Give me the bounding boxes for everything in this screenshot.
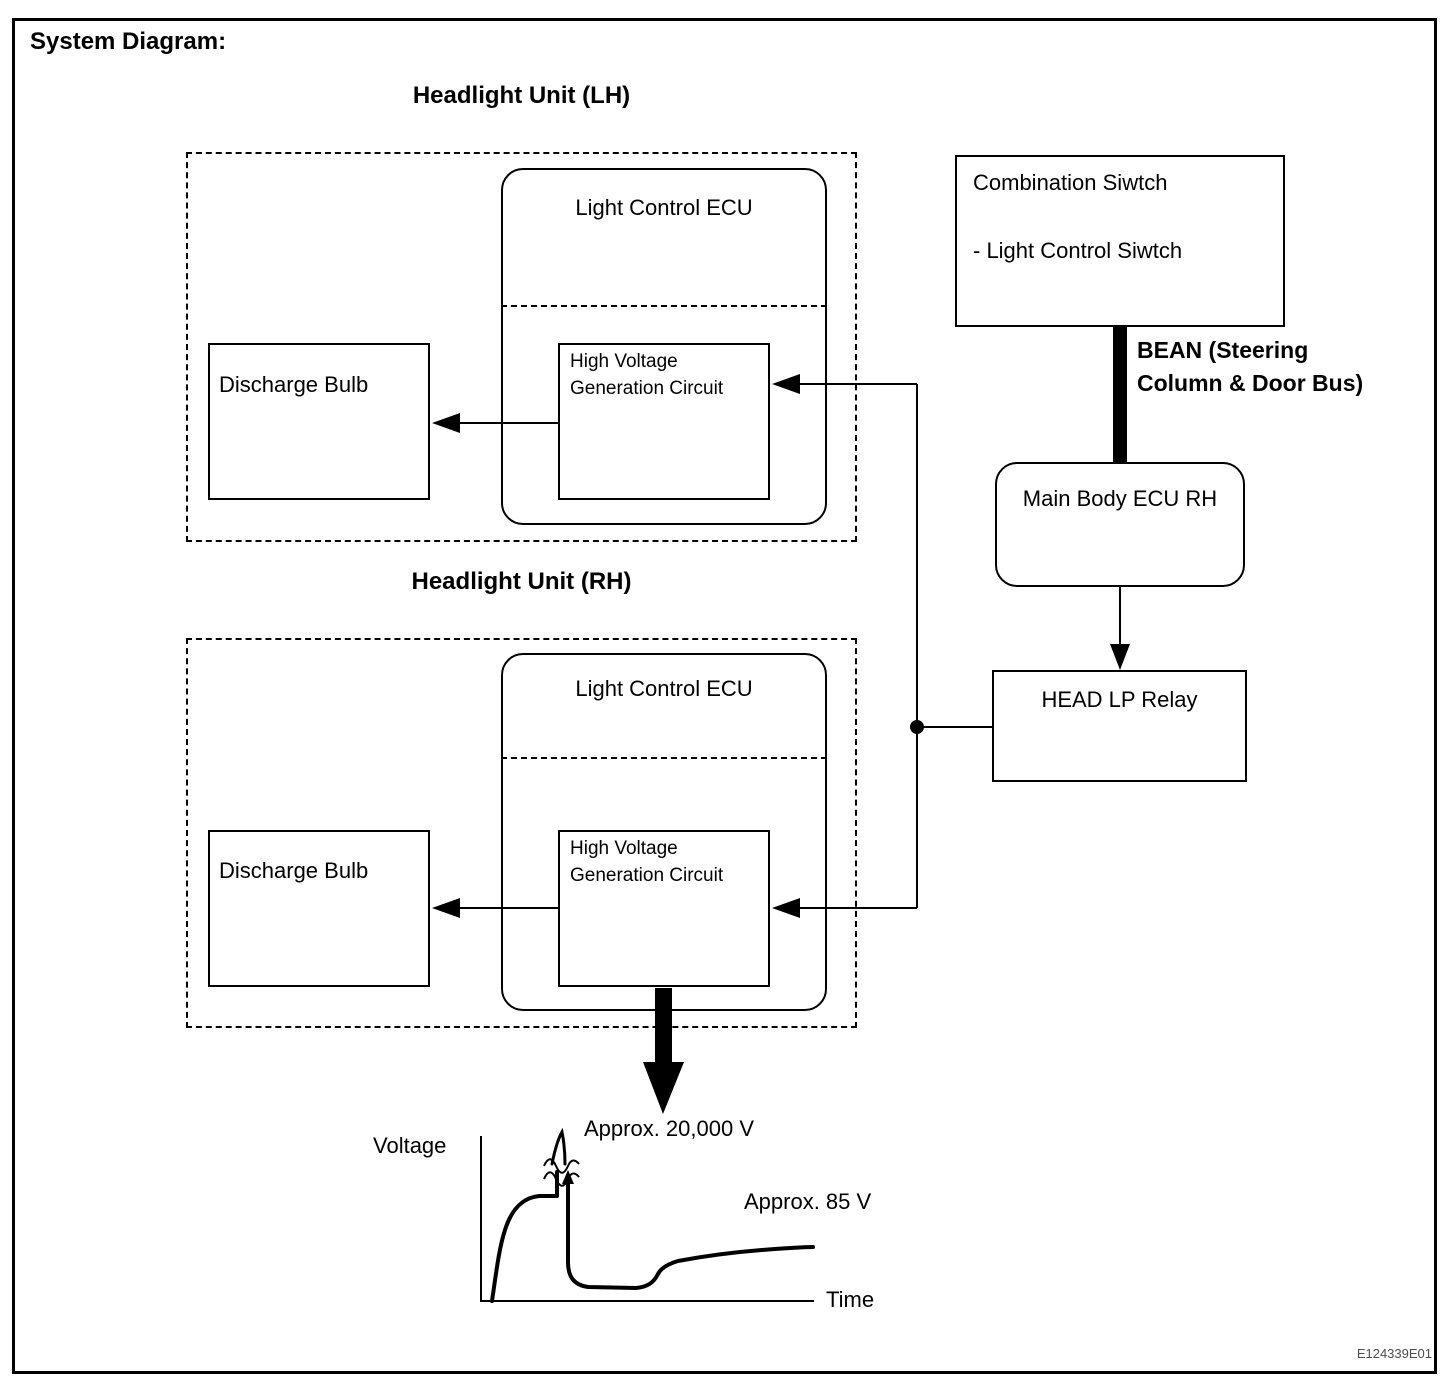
lh-light-control-ecu-box bbox=[501, 168, 827, 525]
bean-bus-label-line1: BEAN (Steering bbox=[1137, 337, 1309, 363]
rh-discharge-bulb-label: Discharge Bulb bbox=[219, 858, 369, 883]
rh-unit-title: Headlight Unit (RH) bbox=[411, 568, 632, 595]
rh-unit-dashed-box bbox=[186, 638, 857, 1028]
graph-axes bbox=[480, 1136, 814, 1302]
spike-up-arrowhead bbox=[562, 1170, 574, 1184]
junction-dot bbox=[910, 720, 924, 734]
ecu-to-relay-arrowhead bbox=[1110, 644, 1130, 670]
head-lp-relay-box bbox=[992, 670, 1247, 782]
page-border bbox=[12, 18, 1437, 1374]
rh-hv-circuit-box bbox=[558, 830, 770, 987]
bean-bus-line bbox=[1113, 327, 1127, 463]
combination-switch-label-line2: - Light Control Siwtch bbox=[973, 238, 1183, 263]
spike-break-marks bbox=[543, 1158, 580, 1187]
lh-hv-circuit-label: High Voltage Generation Circuit bbox=[570, 348, 723, 402]
graph-ylabel: Voltage bbox=[373, 1133, 447, 1158]
voltage-curve-settle bbox=[566, 1178, 815, 1290]
lh-hv-circuit-box bbox=[558, 343, 770, 500]
lh-unit-dashed-box bbox=[186, 152, 857, 542]
rh-light-control-ecu-label: Light Control ECU bbox=[575, 676, 753, 701]
rh-ecu-divider bbox=[501, 757, 827, 759]
lh-discharge-bulb-label: Discharge Bulb bbox=[219, 372, 369, 397]
rh-hv-circuit-label-line1: High Voltage bbox=[570, 838, 678, 859]
rh-discharge-bulb-box bbox=[208, 830, 430, 987]
graph-steady-annotation: Approx. 85 V bbox=[744, 1189, 872, 1214]
hv-output-thick-arrow bbox=[643, 988, 684, 1114]
rh-hv-input-arrowhead bbox=[772, 898, 800, 918]
main-body-ecu-label: Main Body ECU RH bbox=[1022, 486, 1218, 511]
voltage-curve-ramp bbox=[490, 1170, 559, 1303]
document-code: E124339E01 bbox=[1356, 1346, 1432, 1361]
page-title: System Diagram: bbox=[30, 28, 227, 55]
graph-xlabel: Time bbox=[826, 1287, 875, 1312]
combination-switch-label-line1: Combination Siwtch bbox=[973, 170, 1168, 195]
bean-bus-label: BEAN (Steering Column & Door Bus) bbox=[1137, 334, 1363, 400]
lh-unit-title: Headlight Unit (LH) bbox=[412, 82, 631, 109]
bean-bus-label-line2: Column & Door Bus) bbox=[1137, 370, 1364, 396]
lh-hv-circuit-label-line2: Generation Circuit bbox=[570, 378, 724, 399]
lh-hv-circuit-label-line1: High Voltage bbox=[570, 351, 678, 372]
lh-hv-input-arrowhead bbox=[772, 374, 800, 394]
rh-hv-circuit-label: High Voltage Generation Circuit bbox=[570, 835, 723, 889]
rh-hv-circuit-label-line2: Generation Circuit bbox=[570, 865, 724, 886]
graph-peak-annotation: Approx. 20,000 V bbox=[584, 1116, 755, 1141]
lh-light-control-ecu-label: Light Control ECU bbox=[575, 195, 753, 220]
voltage-curve-spike-cap bbox=[550, 1127, 567, 1166]
lh-discharge-bulb-box bbox=[208, 343, 430, 500]
lh-bulb-arrowhead bbox=[432, 413, 460, 433]
voltage-graph bbox=[480, 1127, 815, 1303]
head-lp-relay-label: HEAD LP Relay bbox=[1041, 687, 1198, 712]
combination-switch-box bbox=[955, 155, 1285, 327]
lh-ecu-divider bbox=[501, 305, 827, 307]
rh-bulb-arrowhead bbox=[432, 898, 460, 918]
